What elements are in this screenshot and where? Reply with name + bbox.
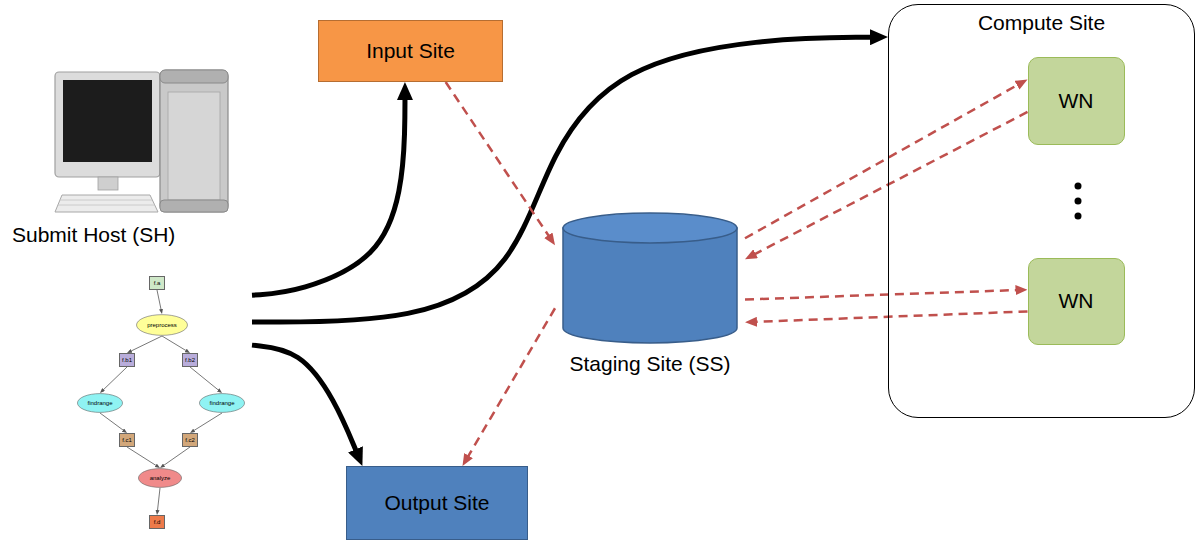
dag-arrow <box>127 447 157 466</box>
dag-label: f.c1 <box>122 437 132 443</box>
job-ellipse-shape <box>138 469 181 488</box>
ellipsis-dots <box>1075 183 1082 220</box>
job-ellipse: preprocess <box>136 314 188 336</box>
dag-arrow <box>190 367 219 391</box>
worker-node: WN <box>1028 258 1125 345</box>
dashed-arrow <box>745 290 1020 300</box>
dot <box>1075 213 1082 220</box>
dag-arrow <box>157 290 161 311</box>
submit-host: Submit Host (SH) f.a preprocess f.b1 f.b2 fin… <box>10 60 252 540</box>
dag-arrow <box>157 488 160 512</box>
dot <box>1075 183 1082 190</box>
file-box: f.b1 <box>119 353 135 367</box>
node-label: WN <box>1059 289 1094 312</box>
node-label: Output Site <box>384 491 489 514</box>
dag-label: findrange <box>87 400 112 406</box>
job-ellipse: findrange <box>199 393 245 413</box>
file-box: f.c2 <box>182 433 198 447</box>
monitor-screen <box>63 80 152 162</box>
keyboard <box>55 195 158 212</box>
cylinder-outline <box>562 212 738 344</box>
cylinder-top <box>563 213 737 243</box>
site-box: Input Site <box>318 20 503 82</box>
site-region: Compute SiteWN WN <box>888 4 1195 418</box>
keyboard-row <box>58 205 155 206</box>
node-label: Submit Host (SH) <box>12 223 175 246</box>
thick-arrow <box>252 345 357 454</box>
tower-case <box>160 70 228 212</box>
file-box: f.a <box>149 276 165 290</box>
computer-illustration <box>55 70 228 212</box>
tower-handle <box>160 70 228 83</box>
storage-cylinder: Staging Site (SS) <box>555 212 745 387</box>
node-label: WN <box>1059 89 1094 112</box>
cylinder-body <box>563 228 737 343</box>
job-ellipse: analyze <box>138 468 182 488</box>
dag-arrow <box>130 336 162 351</box>
dag-label: f.d <box>154 519 161 525</box>
keyboard-row <box>60 200 152 201</box>
job-ellipse-shape <box>199 394 244 413</box>
dag-label: f.b1 <box>122 357 132 363</box>
file-box: f.c1 <box>119 433 135 447</box>
worker-node: WN <box>1028 57 1125 145</box>
tower-front <box>168 92 220 200</box>
job-ellipse-shape <box>137 315 188 336</box>
dashed-arrow <box>745 83 1021 238</box>
dag-label: preprocess <box>147 322 177 328</box>
node-label: Compute Site <box>978 11 1105 34</box>
dag-label: analyze <box>150 475 171 481</box>
dag-arrow <box>100 413 124 431</box>
dag-label: f.b2 <box>185 357 195 363</box>
dag-label: f.a <box>154 280 161 286</box>
dag-arrow <box>163 447 190 466</box>
tower-foot <box>160 200 228 212</box>
dag-arrow <box>193 413 222 431</box>
dag-label: f.c2 <box>185 437 195 443</box>
dag-arrow <box>162 336 187 351</box>
dashed-arrow <box>753 311 1028 322</box>
dot <box>1075 198 1082 205</box>
dag-arrow <box>103 367 127 391</box>
thick-arrow <box>252 95 405 295</box>
dashed-arrow <box>467 308 555 459</box>
file-box: f.b2 <box>182 353 198 367</box>
node-label: Input Site <box>366 39 455 62</box>
job-ellipse: findrange <box>77 393 123 413</box>
dag-label: findrange <box>209 400 234 406</box>
monitor-frame <box>55 72 160 177</box>
monitor-stand <box>98 177 118 190</box>
job-ellipse-shape <box>77 394 122 413</box>
dashed-arrow <box>752 112 1027 256</box>
node-label: Staging Site (SS) <box>569 352 730 375</box>
dashed-arrow <box>446 82 551 239</box>
file-box: f.d <box>149 515 165 529</box>
site-box: Output Site <box>346 466 528 540</box>
